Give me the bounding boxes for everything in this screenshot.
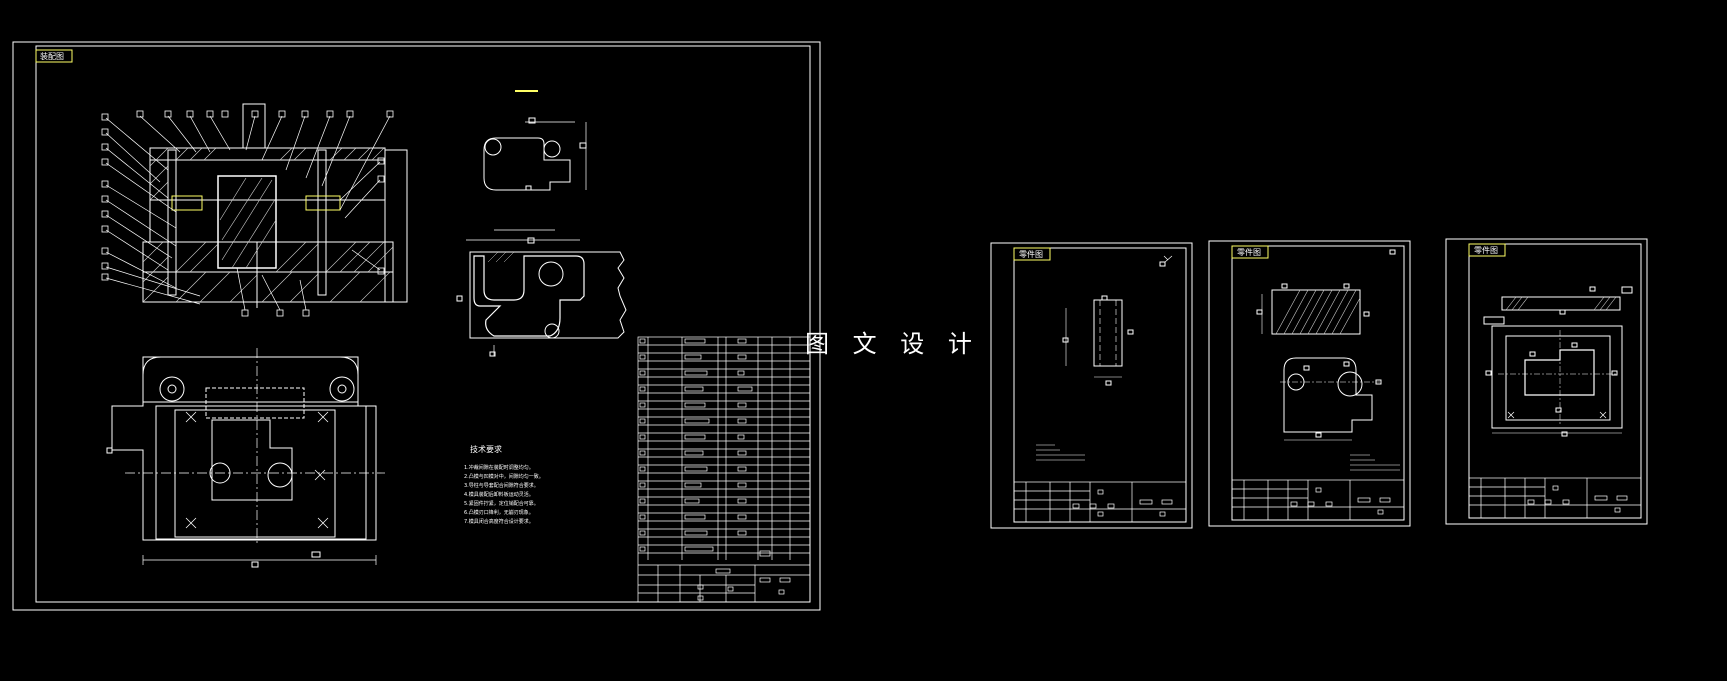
sheet3-border-inner [1468, 243, 1642, 519]
tech-requirements: 技术要求 1.冲裁间隙在装配时调整均匀。 2.凸模与凹模对中，间隙均匀一致。 3… [464, 444, 544, 525]
side-block [384, 149, 408, 303]
tech-heading: 技术要求 [470, 444, 502, 454]
punch-holder [149, 159, 386, 201]
sheet-border-inner [35, 45, 811, 603]
die-block-view [456, 229, 627, 357]
sheet3-border-outer [1445, 238, 1648, 525]
punch [217, 175, 277, 269]
sheet1-title-tag: 零件图 [1019, 249, 1043, 259]
sheet2-section-view [1256, 283, 1370, 335]
sheet2-title-tag-box [1231, 245, 1269, 259]
assembly-plan-view [106, 348, 385, 568]
note-4: 4.模具装配后卸料板运动灵活。 [464, 491, 534, 498]
guide-pillar-right [317, 149, 327, 296]
lower-plate [142, 271, 394, 303]
main-title-tag: 装配图 [40, 51, 64, 61]
sheet1-title-block [1013, 481, 1187, 523]
sheet2-title-block [1231, 479, 1405, 521]
section-hatching [142, 147, 394, 303]
sheet1-title-tag-box [1013, 247, 1051, 261]
part-balloons [101, 110, 394, 317]
part-sheet-2: 零件图 [1208, 240, 1411, 527]
sheet3-side-view [1483, 286, 1633, 325]
part-sheet-3: 零件图 [1445, 238, 1648, 525]
sheet1-notes [1036, 444, 1085, 461]
sheet2-border-inner [1231, 245, 1405, 521]
part-leaders [105, 115, 391, 311]
sheet2-border-outer [1208, 240, 1411, 527]
sheet3-title-block [1468, 477, 1642, 519]
parts-list-cells [639, 338, 771, 557]
shank [242, 103, 266, 149]
sheet3-title-tag-box [1468, 243, 1506, 257]
sheet1-part-view [1062, 255, 1173, 386]
sheet2-notes [1350, 454, 1400, 471]
sheet2-plan-view [1280, 249, 1396, 441]
parts-list [637, 336, 811, 603]
guide-pillar-left [167, 149, 177, 296]
sheet2-title-tag: 零件图 [1237, 247, 1261, 257]
spring-left [171, 195, 203, 211]
main-assembly-sheet: 装配图 [12, 41, 821, 611]
sheet-border-outer [12, 41, 821, 611]
parts-list-rows [638, 344, 810, 554]
part-sketch-top [483, 117, 587, 191]
watermark-text: 图 文 设 计 [805, 330, 980, 358]
note-6: 6.凸模刃口锋利，无崩刃现象。 [464, 509, 534, 516]
note-7: 7.模具闭合高度符合设计要求。 [464, 518, 534, 525]
title-tag-box [35, 49, 73, 63]
spring-right [305, 195, 341, 211]
sheet3-plan-view [1485, 325, 1623, 437]
stripper-plate [149, 199, 386, 243]
note-2: 2.凸模与凹模对中，间隙均匀一致。 [464, 473, 544, 480]
assembly-section-view [101, 103, 408, 317]
note-1: 1.冲裁间隙在装配时调整均匀。 [464, 464, 534, 471]
sheet1-border-outer [990, 242, 1193, 529]
note-3: 3.导柱与导套配合间隙符合要求。 [464, 482, 539, 489]
sheet1-border-inner [1013, 247, 1187, 523]
sheet3-title-tag: 零件图 [1474, 245, 1498, 255]
part-sheet-1: 零件图 [990, 242, 1193, 529]
note-5: 5.紧固件拧紧，定位销配合可靠。 [464, 500, 539, 507]
